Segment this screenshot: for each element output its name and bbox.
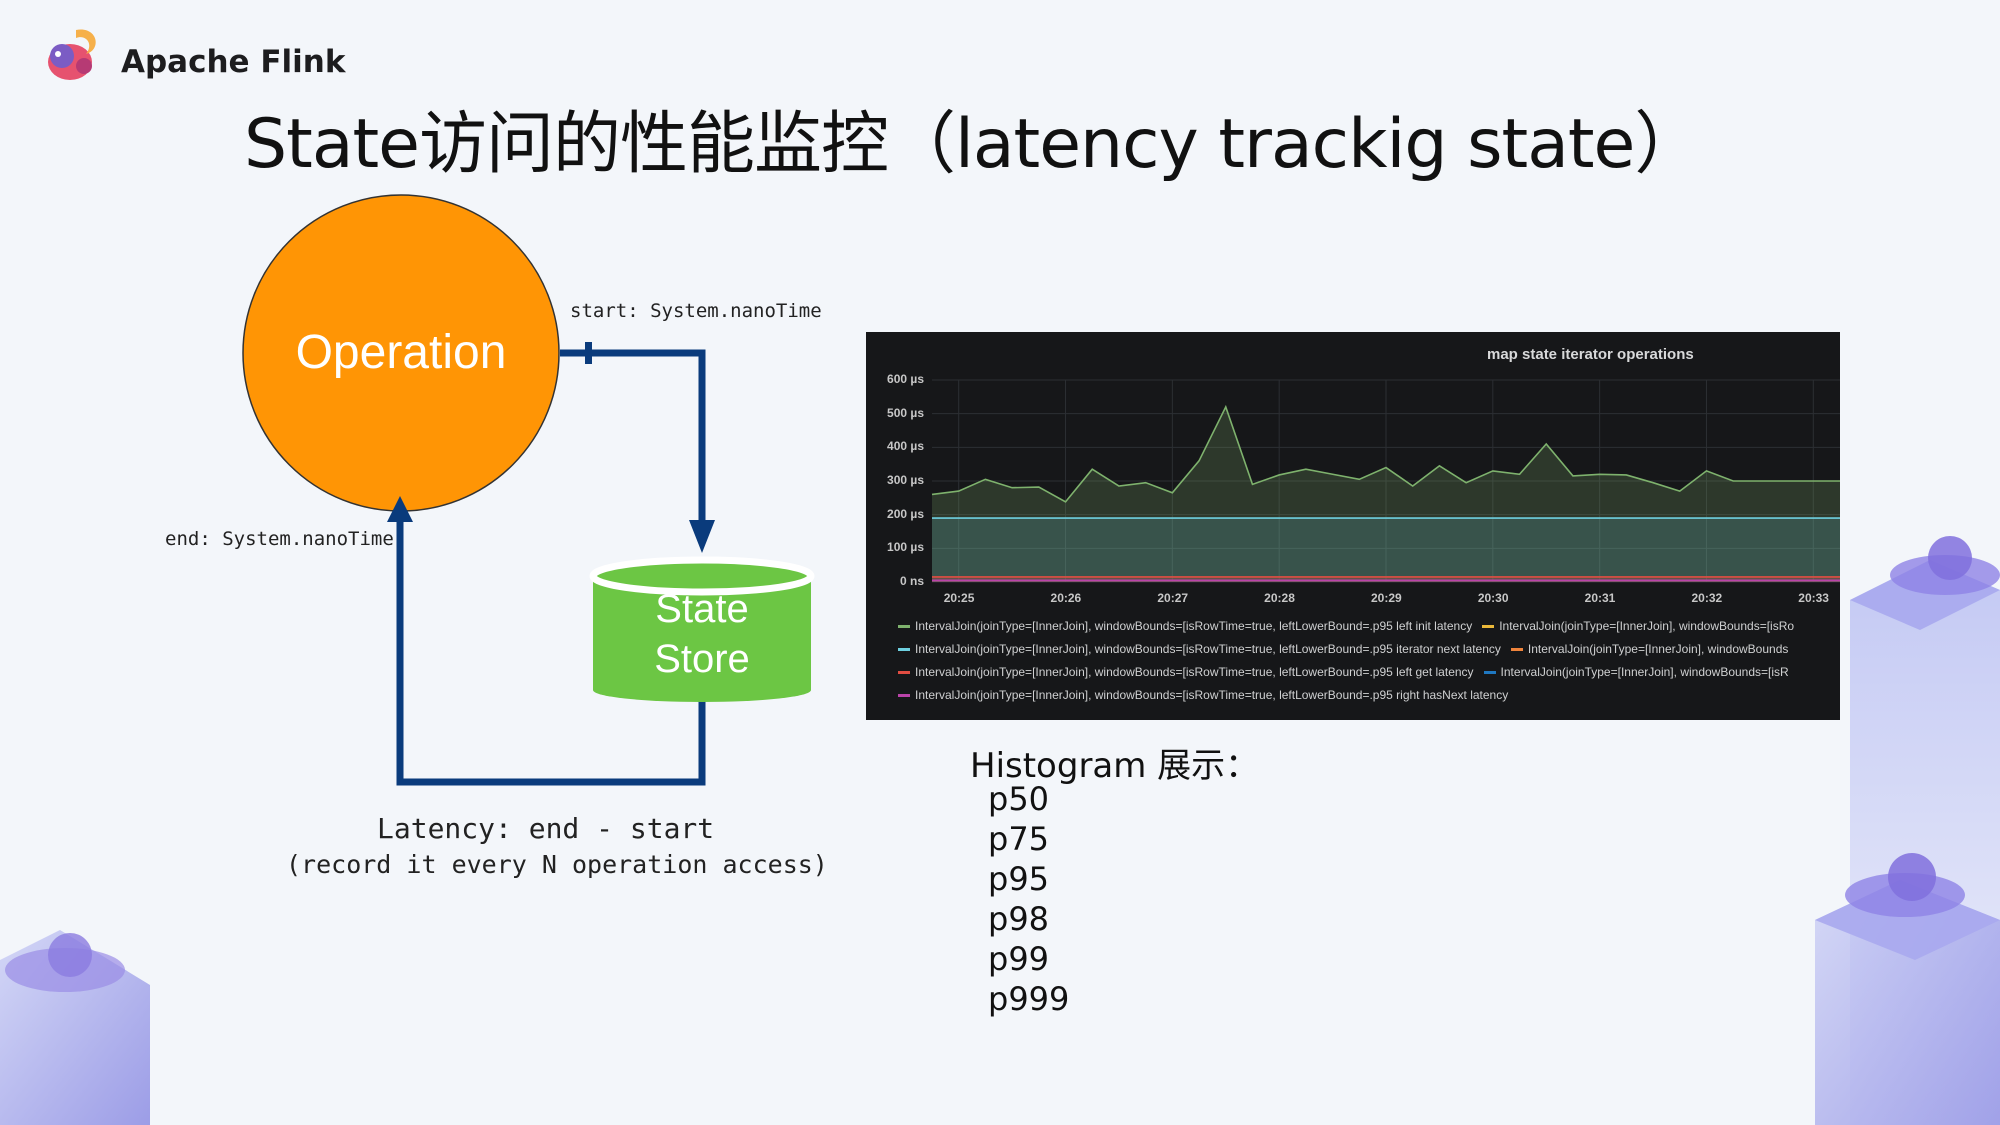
legend-item[interactable]: IntervalJoin(joinType=[InnerJoin], windo… [1482,619,1794,633]
legend-row: IntervalJoin(joinType=[InnerJoin], windo… [898,619,1838,639]
legend-swatch-icon [898,694,910,698]
legend-item[interactable]: IntervalJoin(joinType=[InnerJoin], windo… [1483,665,1789,679]
series-line [931,404,1840,503]
legend-label: IntervalJoin(joinType=[InnerJoin], windo… [915,619,1473,633]
legend-item[interactable]: IntervalJoin(joinType=[InnerJoin], windo… [898,665,1474,679]
legend-label: IntervalJoin(joinType=[InnerJoin], windo… [1500,665,1789,679]
legend-row: IntervalJoin(joinType=[InnerJoin], windo… [898,665,1838,685]
y-tick-label: 300 µs [887,473,924,487]
y-tick-label: 100 µs [887,540,924,555]
slide-title: State访问的性能监控（latency trackig state） [244,105,1702,184]
dashboard-panel [866,332,1840,720]
x-tick-label: 20:33 [1798,591,1829,605]
latency-note: (record it every N operation access) [286,850,828,879]
legend-item[interactable]: IntervalJoin(joinType=[InnerJoin], windo… [898,688,1508,702]
y-tick-label: 400 µs [887,439,924,454]
latency-formula: Latency: end - start [377,812,715,845]
y-tick-label: 500 µs [887,405,924,420]
x-tick-label: 20:28 [1264,591,1295,605]
legend-label: IntervalJoin(joinType=[InnerJoin], windo… [915,688,1509,702]
legend-label: IntervalJoin(joinType=[InnerJoin], windo… [1499,619,1795,633]
percentile-item: p95 [988,860,1050,898]
brand-name: Apache Flink [121,44,346,80]
histogram-heading: Histogram 展示： [970,746,1260,786]
legend-label: IntervalJoin(joinType=[InnerJoin], windo… [915,642,1501,656]
percentile-item: p75 [988,820,1050,858]
legend-swatch-icon [1482,625,1495,629]
y-tick-label: 0 ns [899,574,924,588]
y-tick-label: 600 µs [887,372,924,386]
legend-swatch-icon [898,671,910,675]
legend-row: IntervalJoin(joinType=[InnerJoin], windo… [898,642,1838,662]
flink-squirrel-logo-icon [48,29,96,80]
legend-item[interactable]: IntervalJoin(joinType=[InnerJoin], windo… [1510,642,1789,656]
legend-swatch-icon [898,648,910,652]
legend-label: IntervalJoin(joinType=[InnerJoin], windo… [915,665,1474,679]
x-tick-label: 20:32 [1691,591,1723,605]
start-label: start: System.nanoTime [570,300,822,322]
end-label: end: System.nanoTime [165,528,394,550]
state-store-node [589,556,815,702]
x-tick-label: 20:30 [1477,591,1509,605]
percentile-item: p99 [988,940,1050,978]
latency-flow-diagram [242,194,815,786]
percentile-item: p50 [988,780,1050,818]
end-arrow [387,496,706,786]
legend-item[interactable]: IntervalJoin(joinType=[InnerJoin], windo… [898,642,1501,656]
cloud-cube-bottom-left [0,930,150,1125]
start-arrow [560,342,715,553]
cloud-cube-right-lower [1815,853,2000,1125]
x-tick-label: 20:26 [1050,591,1082,605]
x-tick-label: 20:29 [1371,591,1402,605]
x-tick-label: 20:25 [943,591,975,605]
panel-title: map state iterator operations [1487,346,1694,363]
x-tick-label: 20:31 [1584,591,1616,605]
state-store-label-line2: Store [654,637,750,681]
operation-label: Operation [295,326,507,379]
percentile-item: p999 [988,980,1070,1018]
percentile-item: p98 [988,900,1050,938]
y-tick-label: 200 µs [887,506,924,521]
series-area [932,406,1840,582]
state-store-label-line1: State [655,587,749,631]
legend-swatch-icon [898,625,910,629]
legend-label: IntervalJoin(joinType=[InnerJoin], windo… [1527,642,1789,656]
x-tick-label: 20:27 [1157,591,1189,605]
legend-swatch-icon [1483,671,1496,675]
legend-item[interactable]: IntervalJoin(joinType=[InnerJoin], windo… [898,619,1472,633]
series-area [932,518,1840,582]
legend-swatch-icon [1510,648,1523,652]
legend-row: IntervalJoin(joinType=[InnerJoin], windo… [898,688,1838,708]
